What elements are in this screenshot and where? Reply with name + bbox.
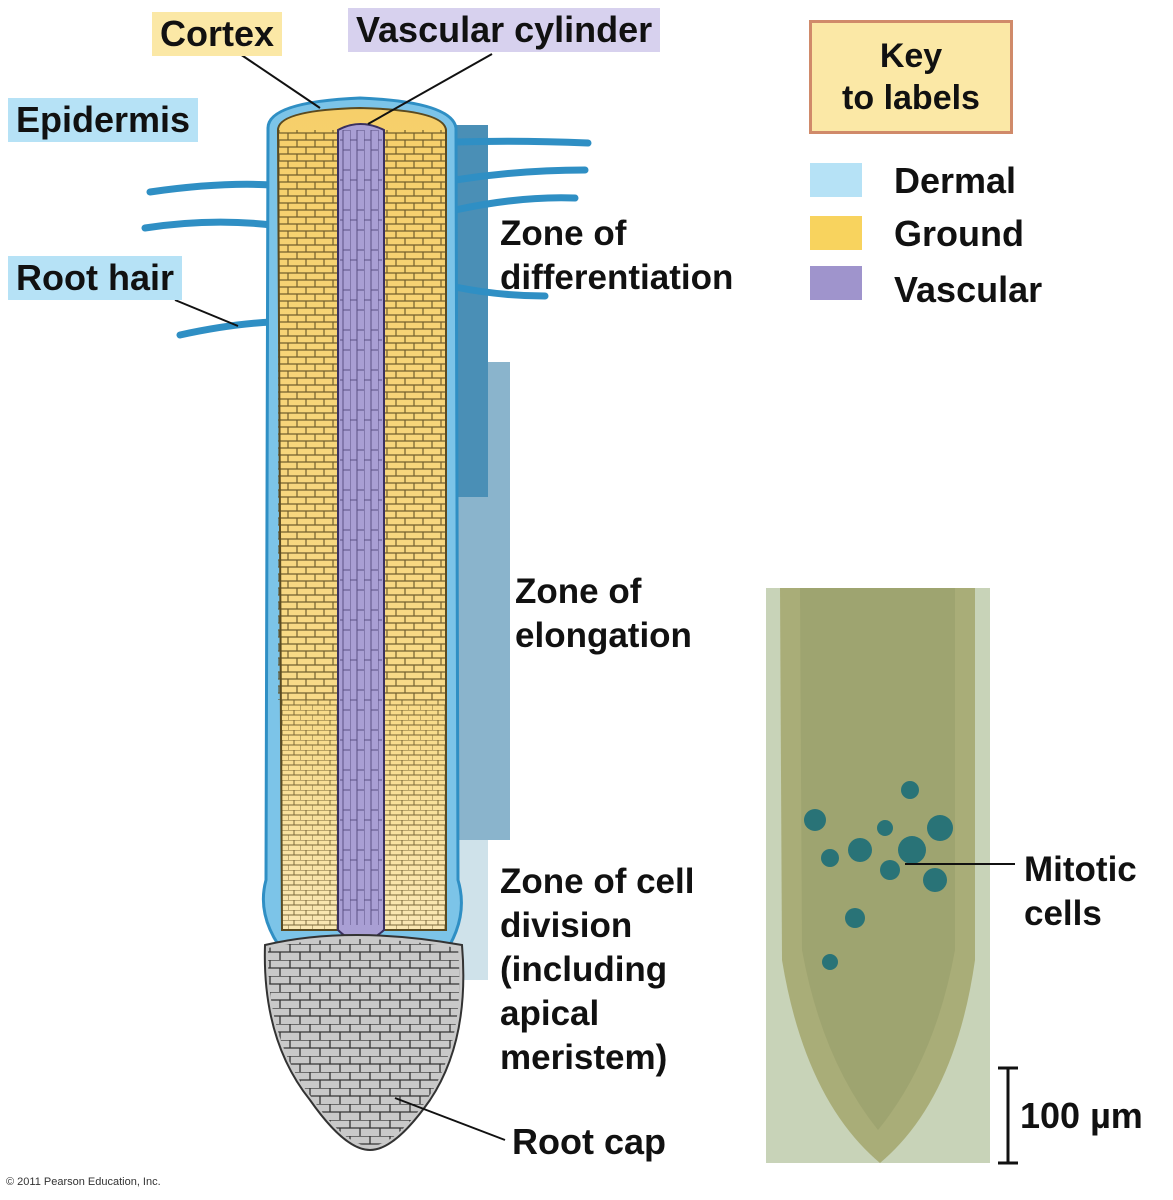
cortex-leader bbox=[239, 53, 321, 109]
zone-differentiation-label: Zone of differentiation bbox=[500, 214, 734, 297]
key-title-line2: to labels bbox=[842, 79, 980, 117]
vascular-swatch bbox=[810, 266, 862, 300]
vascular-cylinder-label: Vascular cylinder bbox=[348, 8, 661, 52]
epidermis-label: Epidermis bbox=[8, 98, 199, 142]
root-hairs-left bbox=[141, 180, 276, 339]
key-item-vascular: Vascular bbox=[894, 269, 1043, 310]
root-hair-leader bbox=[174, 299, 239, 327]
root-hair-label: Root hair bbox=[8, 256, 182, 300]
micrograph bbox=[766, 588, 990, 1163]
scale-label: 100 µm bbox=[1020, 1095, 1143, 1136]
zone-division-label: Zone of cell division (including apical … bbox=[500, 862, 695, 1077]
vascular-leader bbox=[367, 53, 493, 125]
mitotic-cells-label: Mitotic cells bbox=[1024, 850, 1137, 933]
copyright-text: © 2011 Pearson Education, Inc. bbox=[6, 1176, 161, 1188]
key-box: Key to labels bbox=[809, 20, 1013, 134]
cortex-label: Cortex bbox=[152, 12, 283, 56]
key-title-line1: Key bbox=[879, 37, 943, 75]
root-cap-leader bbox=[394, 1097, 506, 1141]
root-cap-label: Root cap bbox=[512, 1121, 667, 1162]
root-hairs-right bbox=[451, 137, 592, 300]
key-item-dermal: Dermal bbox=[894, 160, 1017, 201]
key-item-ground: Ground bbox=[894, 213, 1024, 254]
zone-elongation-label: Zone of elongation bbox=[515, 572, 692, 655]
dermal-swatch bbox=[810, 163, 862, 197]
ground-swatch bbox=[810, 216, 862, 250]
